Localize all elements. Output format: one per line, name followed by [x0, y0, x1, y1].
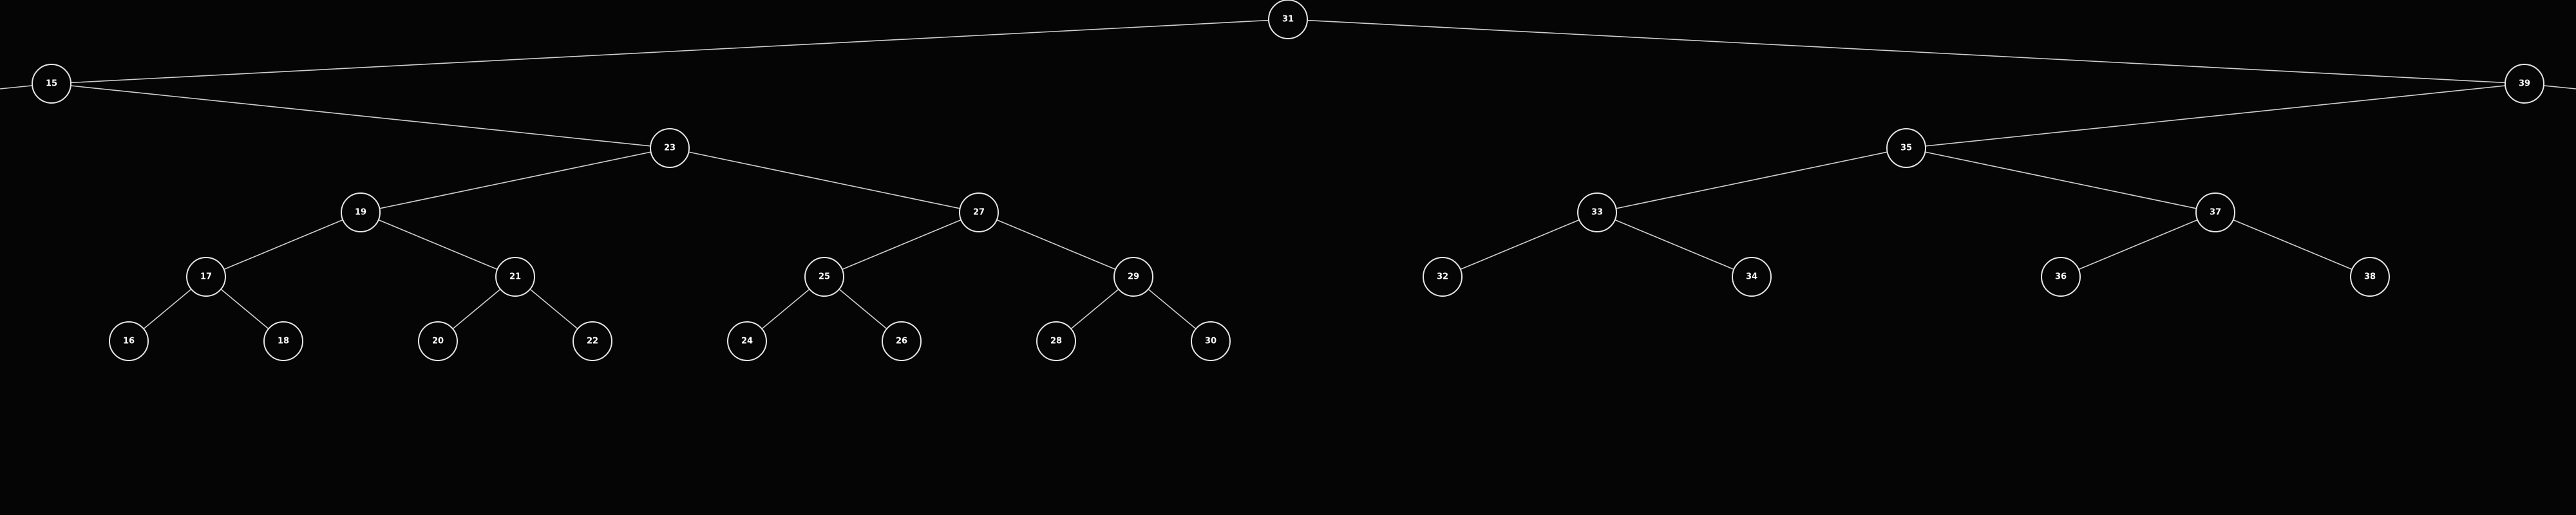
node-label: 23 — [664, 144, 676, 153]
edge-n27-n25 — [824, 212, 980, 277]
edge-n19-n17 — [205, 212, 361, 277]
node-label: 27 — [973, 208, 985, 218]
tree-node-33: 33 — [1577, 192, 1617, 232]
node-circle — [263, 321, 303, 361]
node-label: 25 — [819, 272, 830, 282]
nodes-layer: 31 15 39 23 35 19 27 33 37 17 21 25 29 32 34 36 38 16 18 20… — [32, 0, 2544, 361]
node-circle — [2505, 64, 2544, 104]
edge-n37-n38 — [2215, 212, 2371, 277]
node-circle — [573, 321, 612, 361]
node-circle — [1577, 192, 1617, 232]
tree-node-37: 37 — [2195, 192, 2235, 232]
tree-node-36: 36 — [2041, 257, 2081, 297]
edge-n35-n33 — [1596, 147, 1907, 213]
node-label: 30 — [1205, 337, 1217, 346]
tree-node-25: 25 — [804, 257, 844, 297]
node-label: 31 — [1282, 15, 1294, 24]
node-circle — [959, 192, 999, 232]
node-label: 36 — [2055, 272, 2067, 282]
node-label: 18 — [278, 337, 289, 346]
node-circle — [32, 64, 71, 104]
edge-n31-n15 — [51, 19, 1289, 84]
tree-node-17: 17 — [186, 257, 226, 297]
tree-node-38: 38 — [2350, 257, 2390, 297]
node-label: 35 — [1900, 144, 1912, 153]
node-label: 20 — [432, 337, 444, 346]
node-circle — [727, 321, 767, 361]
tree-node-29: 29 — [1113, 257, 1153, 297]
edge-n23-n27 — [669, 147, 980, 213]
tree-node-31: 31 — [1268, 0, 1308, 39]
node-circle — [418, 321, 458, 361]
node-circle — [1191, 321, 1231, 361]
node-circle — [2350, 257, 2390, 297]
node-label: 34 — [1746, 272, 1757, 282]
tree-node-27: 27 — [959, 192, 999, 232]
edge-n33-n32 — [1442, 212, 1598, 277]
node-circle — [804, 257, 844, 297]
node-label: 29 — [1128, 272, 1139, 282]
tree-node-21: 21 — [495, 257, 535, 297]
node-label: 38 — [2364, 272, 2376, 282]
tree-node-22: 22 — [573, 321, 612, 361]
edge-n37-n36 — [2060, 212, 2216, 277]
tree-node-16: 16 — [109, 321, 149, 361]
tree-node-20: 20 — [418, 321, 458, 361]
node-circle — [109, 321, 149, 361]
node-label: 22 — [587, 337, 598, 346]
tree-node-35: 35 — [1886, 128, 1926, 168]
node-label: 21 — [509, 272, 521, 282]
node-label: 39 — [2519, 79, 2530, 89]
tree-node-24: 24 — [727, 321, 767, 361]
node-circle — [495, 257, 535, 297]
node-circle — [186, 257, 226, 297]
node-circle — [1113, 257, 1153, 297]
tree-node-23: 23 — [650, 128, 690, 168]
edge-n33-n34 — [1596, 212, 1752, 277]
node-circle — [882, 321, 922, 361]
node-circle — [650, 128, 690, 168]
edge-n15-n23 — [51, 83, 670, 149]
tree-node-26: 26 — [882, 321, 922, 361]
node-label: 19 — [355, 208, 366, 218]
tree-node-28: 28 — [1036, 321, 1076, 361]
node-circle — [1732, 257, 1772, 297]
edge-n19-n21 — [360, 212, 516, 277]
tree-node-30: 30 — [1191, 321, 1231, 361]
edge-n31-n39 — [1287, 19, 2525, 84]
node-label: 33 — [1591, 208, 1603, 218]
tree-node-39: 39 — [2505, 64, 2544, 104]
edge-n39-n35 — [1906, 83, 2525, 149]
tree-node-18: 18 — [263, 321, 303, 361]
edge-n23-n19 — [360, 147, 670, 213]
node-label: 37 — [2210, 208, 2221, 218]
node-circle — [2195, 192, 2235, 232]
tree-node-15: 15 — [32, 64, 71, 104]
node-label: 16 — [123, 337, 135, 346]
node-circle — [341, 192, 381, 232]
node-circle — [1036, 321, 1076, 361]
node-circle — [2041, 257, 2081, 297]
tree-node-34: 34 — [1732, 257, 1772, 297]
node-label: 17 — [200, 272, 212, 282]
node-label: 28 — [1050, 337, 1062, 346]
node-circle — [1886, 128, 1926, 168]
tree-node-32: 32 — [1423, 257, 1463, 297]
node-label: 26 — [896, 337, 907, 346]
node-label: 32 — [1437, 272, 1448, 282]
node-label: 24 — [741, 337, 753, 346]
node-circle — [1423, 257, 1463, 297]
edge-n35-n37 — [1906, 147, 2216, 213]
tree-node-19: 19 — [341, 192, 381, 232]
edge-n27-n29 — [978, 212, 1134, 277]
node-circle — [1268, 0, 1308, 39]
node-label: 15 — [46, 79, 57, 89]
